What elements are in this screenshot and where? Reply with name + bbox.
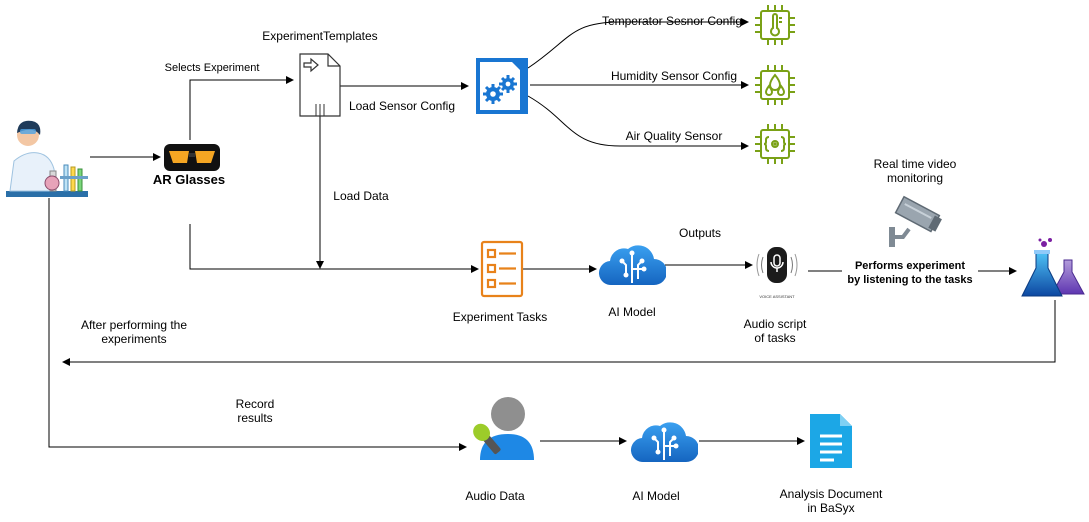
gears-app-icon [470,56,530,116]
audio-script-label: Audio script of tasks [743,317,807,345]
cctv-camera-icon [887,195,943,249]
templates-label: ExperimentTemplates [262,29,378,43]
load-sensor-config-label: Load Sensor Config [348,99,456,113]
document-icon [298,52,342,118]
air-chip-icon [754,123,796,165]
edge-glasses-templates [189,76,294,140]
load-data-label: Load Data [333,189,389,203]
humidity-sensor-label: Humidity Sensor Config [610,69,738,83]
after-performing-label: After performing the experiments [80,318,188,346]
humidity-chip-icon [754,64,796,106]
file-document-icon [808,412,854,470]
outputs-label: Outputs [678,226,722,240]
cloud-ai-icon [598,239,667,287]
ai-model-2-label: AI Model [632,489,680,503]
performs-label-bg [842,258,978,286]
task-list-icon [480,240,524,298]
tasks-label: Experiment Tasks [452,310,548,324]
ai-model-1-label: AI Model [608,305,656,319]
vr-glasses-icon [163,141,221,173]
cloud-ai-icon-2 [630,416,699,464]
thermometer-chip-icon [754,4,796,46]
smart-speaker-icon [755,245,799,295]
edge-config-temp [527,18,749,69]
ar-glasses-label: AR Glasses [152,172,226,187]
selects-experiment-label: Selects Experiment [164,62,260,74]
camera-label: Real time video monitoring [873,157,957,185]
edge-glasses-tasks [189,224,479,273]
analysis-doc-label: Analysis Document in BaSyx [779,487,883,515]
voice-assistant-sublabel: VOICE ASSISTANT [759,294,795,299]
person-microphone-icon [470,394,534,462]
air-sensor-label: Air Quality Sensor [625,129,723,143]
audio-data-label: Audio Data [465,489,525,503]
scientist-icon [4,113,88,199]
edge-config-air [527,95,749,150]
record-results-label: Record results [235,397,275,425]
edge-scientist-audio [48,198,467,451]
edge-flasks-back [62,300,1056,366]
performs-experiment-label: Performs experiment by listening to the … [847,260,973,286]
temp-sensor-label: Temperator Sesnor Config [601,14,743,28]
flask-icon [1018,238,1088,300]
